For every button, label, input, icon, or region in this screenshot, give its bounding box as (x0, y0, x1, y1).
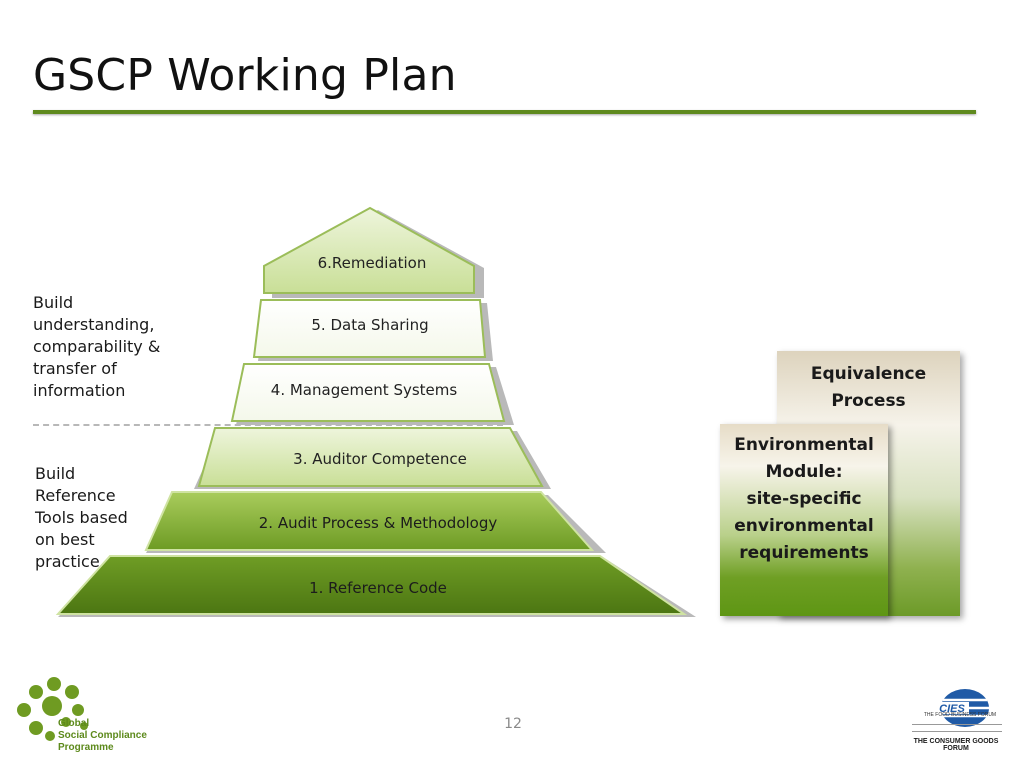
tier-2-label: 2. Audit Process & Methodology (259, 514, 498, 532)
gscp-logo-icon (17, 677, 88, 741)
title-rule (33, 110, 976, 114)
tier-1-label: 1. Reference Code (309, 579, 447, 597)
tier-4-label: 4. Management Systems (271, 381, 458, 399)
gscp-logo-text: Global Social Compliance Programme (58, 718, 147, 753)
side-note-upper: Build understanding, comparability & tra… (33, 293, 161, 400)
tier-6-label: 6.Remediation (318, 254, 427, 272)
tier-2-shape (144, 491, 595, 551)
cgf-name: THE CONSUMER GOODS FORUM (913, 738, 999, 752)
pyramid-diagram: 6.Remediation 5. Data Sharing 4. Managem… (55, 206, 696, 617)
tier-3-label: 3. Auditor Competence (293, 450, 467, 468)
tier-5-shape (252, 299, 487, 358)
tier-3-shape (197, 427, 544, 487)
cgf-logo-rule (912, 724, 1002, 732)
tier-5-label: 5. Data Sharing (311, 316, 428, 334)
environmental-module-box: Environmental Module: site-specific envi… (720, 424, 888, 616)
side-note-lower: Build Reference Tools based on best prac… (35, 464, 128, 571)
cies-globe-icon: CIES (935, 689, 989, 727)
slide-title: GSCP Working Plan (33, 50, 457, 101)
page-number: 12 (504, 716, 522, 732)
cies-tagline: THE FOOD BUSINESS FORUM (923, 712, 997, 718)
tier-6-shape (263, 206, 475, 294)
tier-1-shape (55, 555, 688, 615)
tier-4-shape (230, 363, 506, 422)
cies-mark: CIES (939, 703, 965, 715)
